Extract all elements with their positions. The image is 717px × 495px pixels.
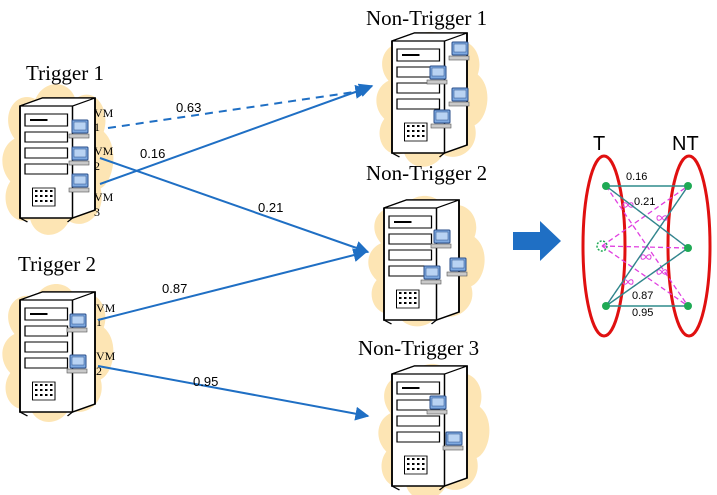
edge-t1vm2-nt2: [99, 157, 370, 255]
non-trigger-2-server: [368, 195, 485, 327]
set-t-ellipse: [581, 154, 627, 338]
edge-weight-095: 0.95: [193, 374, 218, 389]
infinity-marks: [622, 202, 668, 285]
t-node-3: [602, 302, 610, 310]
trigger-2-label: Trigger 2: [18, 252, 96, 276]
edge-t1vm1-nt1: [107, 84, 370, 129]
edge-t2vm1-nt2: [97, 248, 368, 321]
edge-weight-087: 0.87: [162, 281, 187, 296]
nt-node-1: [684, 182, 692, 190]
graph-weight-021: 0.21: [634, 196, 655, 208]
t2-vm1-label-b: 1: [96, 315, 102, 329]
t1-vm2-label-a: VM: [94, 144, 114, 158]
nt-node-2: [684, 244, 692, 252]
t1-vm3-label-a: VM: [94, 190, 114, 204]
non-trigger-3-label: Non-Trigger 3: [358, 336, 479, 360]
edge-weight-016: 0.16: [140, 146, 165, 161]
non-trigger-1-label: Non-Trigger 1: [366, 6, 487, 30]
graph-weight-087: 0.87: [632, 290, 653, 302]
transform-arrow: [513, 221, 561, 261]
edge-weight-021: 0.21: [258, 200, 283, 215]
edge-t2vm2-nt3: [97, 365, 370, 421]
set-nt-label: NT: [672, 133, 699, 155]
edge-weight-063: 0.63: [176, 100, 201, 115]
set-t-label: T: [593, 133, 605, 155]
non-trigger-1-server: [376, 31, 488, 167]
t-node-1: [602, 182, 610, 190]
t2-vm2-label-b: 2: [96, 364, 102, 378]
t1-vm2-label-b: 2: [94, 159, 100, 173]
edge-t1vm3-nt1: [99, 83, 374, 185]
t1-vm1-label-b: 1: [94, 120, 100, 134]
trigger-1-label: Trigger 1: [26, 61, 104, 85]
t2-vm1-label-a: VM: [96, 301, 116, 315]
nt-node-3: [684, 302, 692, 310]
t1-vm1-label-a: VM: [94, 106, 114, 120]
graph-weight-016: 0.16: [626, 171, 647, 183]
non-trigger-3-server: [378, 363, 490, 495]
set-nt-ellipse: [666, 154, 712, 338]
t2-vm2-label-a: VM: [96, 349, 116, 363]
non-trigger-2-label: Non-Trigger 2: [366, 161, 487, 185]
t1-vm3-label-b: 3: [94, 205, 100, 219]
graph-weight-095: 0.95: [632, 307, 653, 319]
t-node-2: [596, 240, 608, 252]
weighted-edges: [605, 185, 689, 307]
